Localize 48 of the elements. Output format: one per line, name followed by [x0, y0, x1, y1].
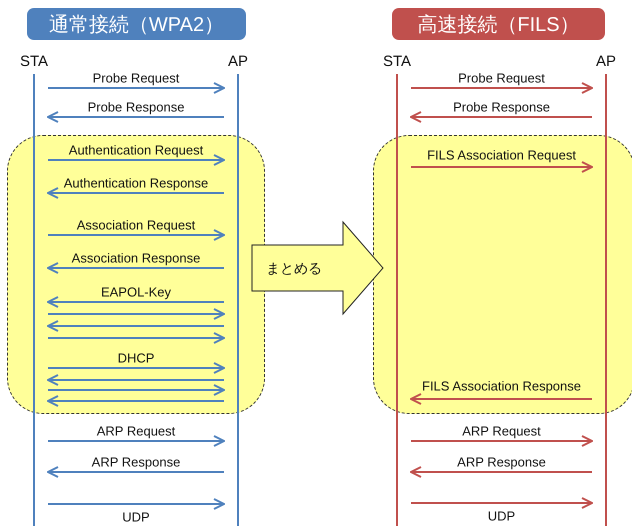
message-arrow	[48, 332, 225, 344]
message-arrow	[411, 435, 593, 447]
edge-label: Probe Response	[453, 100, 550, 114]
edge-label: ARP Request	[96, 424, 176, 438]
message-arrow	[47, 187, 224, 199]
message-arrow	[411, 82, 593, 94]
message-arrow	[47, 466, 224, 478]
edge-label: Authentication Response	[64, 176, 208, 190]
message-arrow	[47, 374, 224, 386]
edge-label: UDP	[122, 510, 150, 524]
edge-label: DHCP	[118, 352, 154, 364]
message-arrow	[411, 497, 593, 509]
block-arrow	[252, 220, 384, 316]
edge-label: UDP	[488, 510, 516, 522]
message-arrow	[410, 111, 592, 123]
message-arrow	[47, 320, 224, 332]
message-arrow	[47, 111, 224, 123]
edge-label: Probe Request	[92, 72, 180, 84]
message-arrow	[48, 229, 225, 241]
edge-label: FILS Association Request	[427, 148, 576, 162]
message-arrow	[48, 498, 225, 510]
message-arrow	[48, 362, 225, 374]
title-banner: 通常接続（WPA2）	[27, 8, 246, 40]
message-arrow	[48, 82, 225, 94]
title-banner: 高速接続（FILS）	[392, 8, 605, 40]
edge-label: Probe Response	[88, 100, 184, 114]
edge-label: ARP Response	[92, 456, 180, 468]
edge-label: まとめる	[266, 261, 322, 275]
edge-label: Probe Request	[458, 72, 545, 84]
message-arrow	[47, 296, 224, 308]
lifeline: STA	[383, 54, 411, 526]
message-arrow	[48, 384, 225, 396]
message-arrow	[410, 466, 592, 478]
edge-label: ARP Request	[462, 424, 541, 438]
edge-label: FILS Association Response	[422, 380, 581, 392]
message-arrow	[48, 154, 225, 166]
message-arrow	[47, 262, 224, 274]
edge-label: EAPOL-Key	[100, 286, 172, 298]
lifeline: STA	[20, 54, 48, 526]
message-arrow	[410, 393, 592, 405]
edge-label: Authentication Request	[68, 144, 204, 156]
message-arrow	[47, 395, 224, 407]
message-arrow	[411, 161, 593, 173]
edge-label: Association Response	[72, 252, 200, 264]
message-arrow	[48, 308, 225, 320]
message-arrow	[48, 435, 225, 447]
edge-label: Association Request	[76, 218, 196, 232]
edge-label: ARP Response	[457, 456, 546, 468]
